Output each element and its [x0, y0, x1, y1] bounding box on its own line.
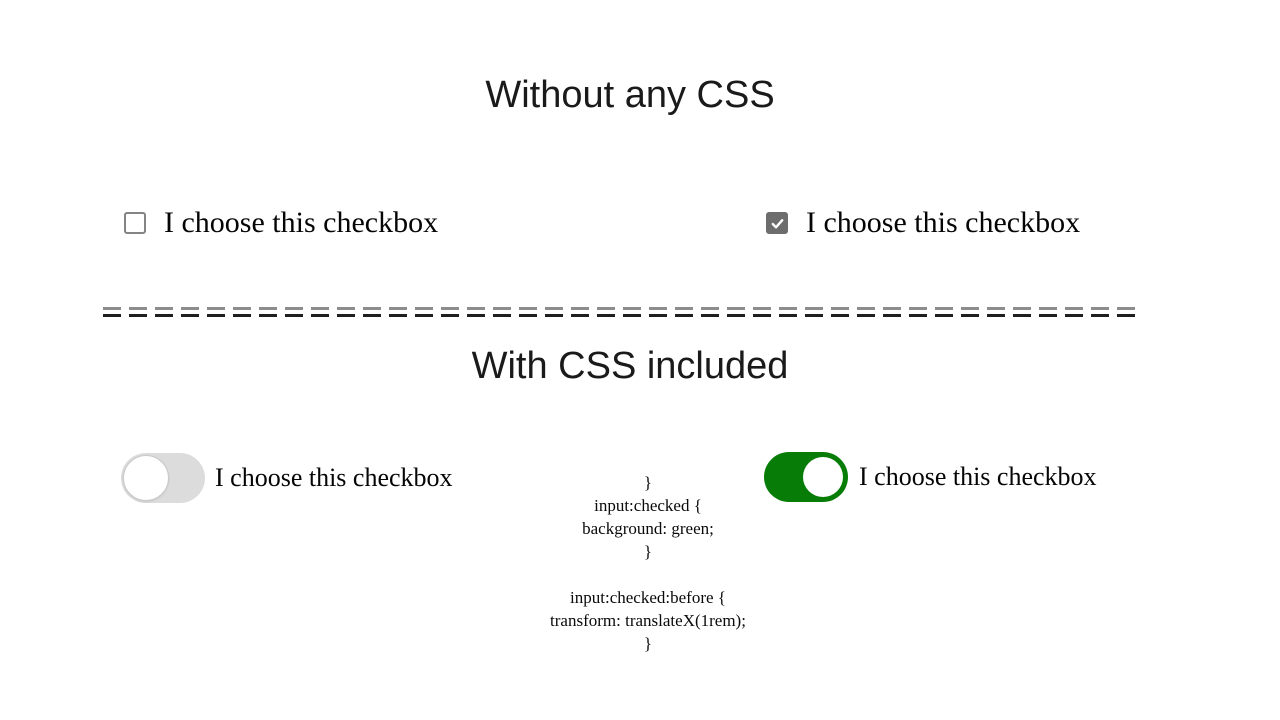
toggle-label[interactable]: I choose this checkbox: [215, 463, 453, 492]
checkbox-checked[interactable]: [766, 212, 788, 234]
checkbox-label[interactable]: I choose this checkbox: [164, 206, 439, 239]
toggle-switch-on[interactable]: [764, 452, 848, 502]
checkbox-field-checked: I choose this checkbox: [766, 202, 1080, 244]
double-dashed-divider: [103, 306, 1139, 320]
toggle-field-on: I choose this checkbox: [764, 451, 1097, 503]
section-title-without-css: Without any CSS: [485, 74, 775, 116]
checkbox-unchecked[interactable]: [124, 212, 146, 234]
css-code-snippet: } input:checked { background: green; } i…: [550, 473, 746, 653]
checkbox-label[interactable]: I choose this checkbox: [806, 206, 1081, 239]
toggle-knob: [803, 457, 843, 497]
toggle-label[interactable]: I choose this checkbox: [859, 462, 1097, 491]
toggle-knob: [123, 455, 169, 501]
section-title-with-css: With CSS included: [471, 345, 789, 387]
checkbox-field-unchecked: I choose this checkbox: [124, 202, 438, 244]
toggle-switch-off[interactable]: [121, 453, 205, 503]
checkmark-icon: [771, 218, 783, 228]
toggle-field-off: I choose this checkbox: [121, 452, 453, 504]
